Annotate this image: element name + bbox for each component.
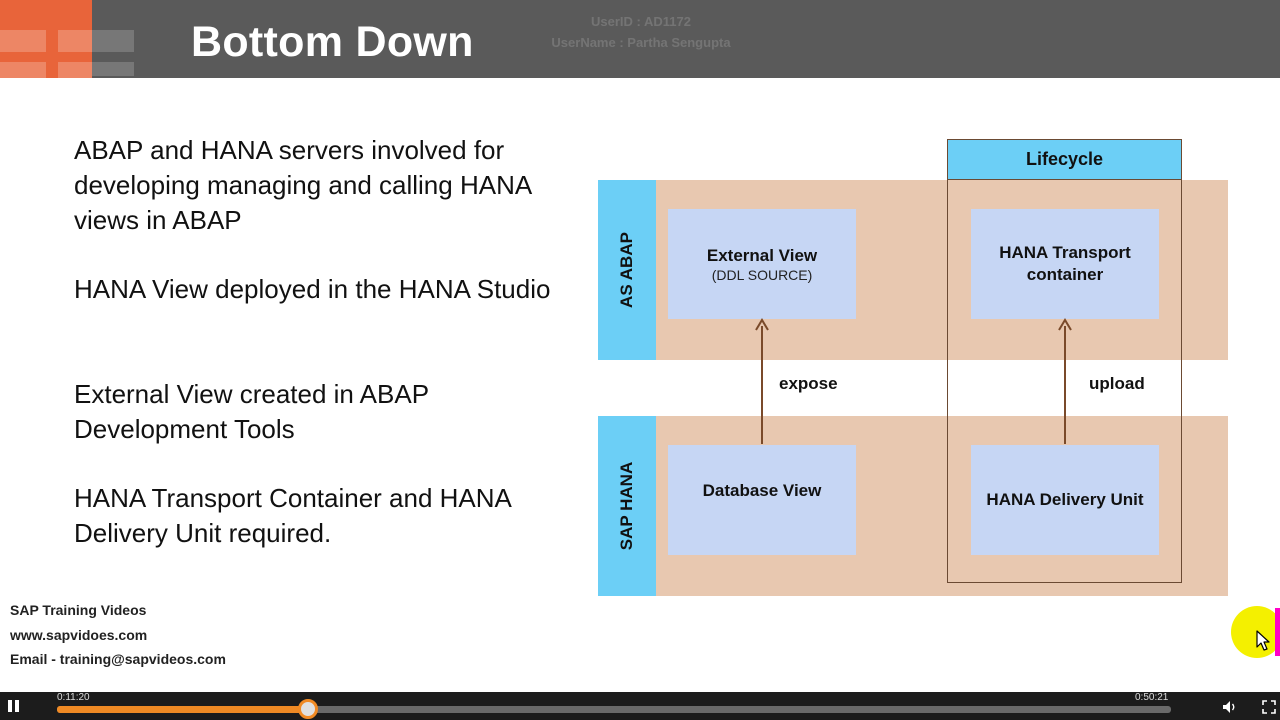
database-view-label: Database View — [702, 481, 822, 500]
total-duration: 0:50:21 — [1135, 692, 1169, 703]
footer-line-title: SAP Training Videos — [10, 602, 147, 618]
bullet-item: HANA View deployed in the HANA Studio — [74, 274, 551, 304]
fullscreen-icon[interactable] — [1262, 700, 1276, 714]
footer-info: SAP Training Videos www.sapvidoes.com Em… — [10, 598, 226, 672]
lifecycle-frame — [947, 139, 1182, 583]
upload-label: upload — [1089, 374, 1145, 393]
user-watermark: UserID : AD1172 UserName : Partha Sengup… — [536, 11, 746, 53]
volume-icon[interactable] — [1222, 700, 1238, 714]
seek-track[interactable] — [57, 706, 1171, 713]
sap-hana-label-text: SAP HANA — [617, 461, 636, 551]
brand-logo — [0, 0, 92, 78]
watermark-user-id: UserID : AD1172 — [591, 14, 691, 29]
external-view-box: External View (DDL SOURCE) — [668, 209, 856, 319]
sap-hana-label: SAP HANA — [598, 416, 656, 596]
external-view-subtitle: (DDL SOURCE) — [711, 266, 813, 283]
external-view-title: External View — [706, 245, 818, 265]
lifecycle-header: Lifecycle — [948, 140, 1181, 180]
seek-progress — [57, 706, 308, 713]
seek-handle[interactable] — [297, 699, 318, 719]
bullet-item: ABAP and HANA servers involved for devel… — [74, 135, 531, 235]
slide-title: Bottom Down — [191, 18, 474, 66]
database-view-box: Database View — [668, 445, 856, 555]
as-abap-label: AS ABAP — [598, 180, 656, 360]
bullet-item: HANA Transport Container and HANA Delive… — [74, 483, 511, 548]
footer-line-email: Email - training@sapvideos.com — [10, 651, 226, 667]
annotation-marker — [1275, 608, 1280, 656]
slide-header: Bottom Down UserID : AD1172 UserName : P… — [0, 0, 1280, 78]
delivery-unit-box: HANA Delivery Unit — [971, 445, 1159, 555]
pause-icon[interactable] — [6, 699, 22, 713]
cursor-highlight — [1231, 606, 1280, 658]
footer-line-website: www.sapvidoes.com — [10, 626, 148, 643]
transport-container-label: HANA Transport container — [999, 243, 1131, 284]
delivery-unit-label: HANA Delivery Unit — [986, 490, 1144, 509]
mouse-cursor-icon — [1256, 630, 1270, 651]
bullet-item: External View created in ABAP Developmen… — [74, 379, 429, 444]
watermark-user-name: UserName : Partha Sengupta — [551, 35, 731, 50]
elapsed-time: 0:11:20 — [57, 692, 90, 703]
brand-logo-extension — [92, 30, 134, 76]
expose-label: expose — [779, 374, 838, 393]
as-abap-label-text: AS ABAP — [617, 232, 636, 308]
transport-container-box: HANA Transport container — [971, 209, 1159, 319]
